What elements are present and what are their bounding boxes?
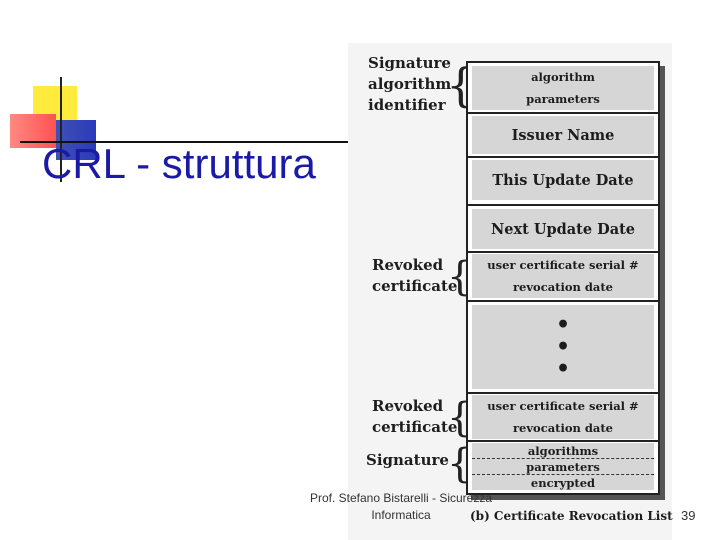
field-next-update-date: Next Update Date [472, 209, 654, 249]
field-issuer-name: Issuer Name [472, 116, 654, 154]
footer-line: Informatica [371, 508, 431, 522]
divider [468, 392, 658, 394]
field-user-certificate-serial: user certificate serial # [472, 254, 654, 277]
ellipsis-dot: • [555, 312, 571, 338]
field-parameters: parameters [472, 88, 654, 110]
divider [468, 204, 658, 206]
slide-title: CRL - struttura [42, 140, 316, 187]
field-revocation-date: revocation date [472, 417, 654, 439]
ellipsis-more-entries: • • • [472, 305, 654, 389]
label-signature: Signature [366, 451, 449, 469]
ellipsis-dot: • [555, 356, 571, 382]
divider [468, 156, 658, 158]
label-line: Revoked [372, 397, 444, 415]
divider [468, 251, 658, 253]
label-line: certificate [372, 418, 458, 436]
label-revoked-certificate: Revoked certificate [372, 396, 457, 438]
label-line: identifier [368, 96, 446, 114]
divider [468, 300, 658, 302]
field-algorithm: algorithm [472, 66, 654, 89]
label-signature-algorithm-identifier: Signature algorithm identifier [368, 53, 451, 116]
field-signature-algorithms: algorithms [472, 443, 654, 459]
field-user-certificate-serial: user certificate serial # [472, 395, 654, 418]
page-number: 39 [681, 508, 696, 523]
title-underline [20, 141, 350, 143]
ellipsis-dot: • [555, 334, 571, 360]
divider [468, 112, 658, 114]
label-line: certificate [372, 277, 458, 295]
divider [468, 440, 658, 442]
field-signature-parameters: parameters [472, 459, 654, 475]
label-line: algorithm [368, 75, 452, 93]
label-line: Signature [368, 54, 451, 72]
decorative-vertical-line [60, 77, 62, 182]
label-line: Revoked [372, 256, 444, 274]
figure-caption: (b) Certificate Revocation List [470, 509, 673, 523]
field-this-update-date: This Update Date [472, 160, 654, 200]
label-revoked-certificate: Revoked certificate [372, 255, 457, 297]
field-signature-encrypted: encrypted [472, 475, 654, 490]
crl-structure-box: algorithm parameters Issuer Name This Up… [466, 61, 660, 495]
decorative-blue-square [56, 120, 96, 160]
footer-author: Prof. Stefano Bistarelli - Sicurezza Inf… [294, 490, 508, 524]
footer-line: Prof. Stefano Bistarelli - Sicurezza [309, 491, 493, 505]
field-revocation-date: revocation date [472, 276, 654, 298]
